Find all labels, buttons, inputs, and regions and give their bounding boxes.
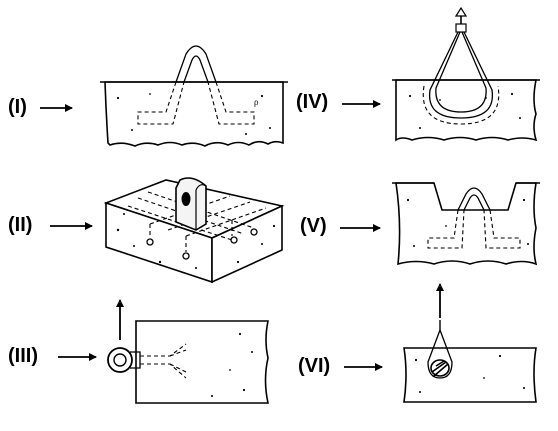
panel-v: (V) xyxy=(300,182,540,266)
concrete-block-v xyxy=(392,182,540,266)
lifting-ring-iii xyxy=(107,347,141,373)
panel-label-v: (V) xyxy=(300,215,327,237)
panel-iv: (IV) xyxy=(296,6,540,142)
panel-label-ii: (II) xyxy=(8,214,32,236)
panel-ii: (II) xyxy=(8,177,285,284)
svg-text:ρ: ρ xyxy=(254,97,259,107)
panel-i: (I) ρ xyxy=(8,45,288,147)
panel-vi: (VI) xyxy=(298,283,537,403)
panel-iii: (III) xyxy=(8,299,269,404)
concrete-block-i xyxy=(100,81,288,147)
anchor-plate-ii xyxy=(175,177,207,231)
wire-sling-vi xyxy=(427,320,453,379)
panel-label-vi: (VI) xyxy=(298,355,330,377)
panel-label-iv: (IV) xyxy=(296,91,328,113)
embedded-anchor-iii xyxy=(140,343,187,379)
concrete-beam-iii xyxy=(135,320,269,404)
lifting-loop-i xyxy=(137,45,255,125)
panel-label-i: (I) xyxy=(8,96,27,118)
panel-label-iii: (III) xyxy=(8,345,38,367)
concrete-beam-vi xyxy=(403,347,537,403)
recessed-loop-v xyxy=(427,187,521,249)
concrete-block-iv xyxy=(392,79,540,142)
wire-rope-loop-iv xyxy=(422,6,500,125)
